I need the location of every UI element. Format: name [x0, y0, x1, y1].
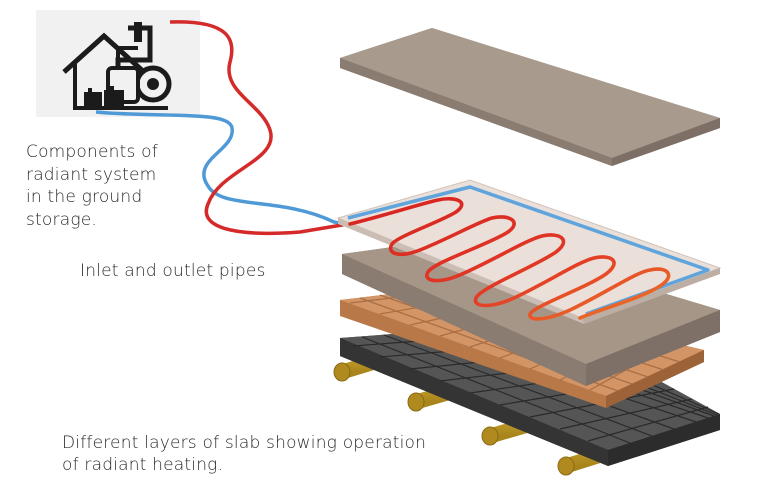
- inlet-pipe-red: [169, 20, 349, 236]
- outlet-pipe-blue: [95, 110, 361, 230]
- caption-pipes: Inlet and outlet pipes: [80, 261, 266, 281]
- radiant-pipe-panel: [336, 179, 722, 324]
- caption-components: Components of radiant system in the grou…: [26, 141, 196, 231]
- caption-line: radiant system: [26, 164, 157, 185]
- caption-line: of radiant heating.: [62, 455, 224, 475]
- caption-line: storage.: [26, 209, 97, 230]
- caption-layers: Different layers of slab showing operati…: [62, 432, 502, 476]
- house-with-boiler-icon: [36, 10, 200, 117]
- top-floor-slab: [340, 28, 720, 166]
- caption-line: Components of: [26, 142, 158, 162]
- heating-coil: [348, 196, 671, 321]
- caption-line: in the ground: [26, 187, 143, 207]
- caption-line: Different layers of slab showing operati…: [62, 433, 427, 453]
- insulation-layer: [340, 322, 720, 466]
